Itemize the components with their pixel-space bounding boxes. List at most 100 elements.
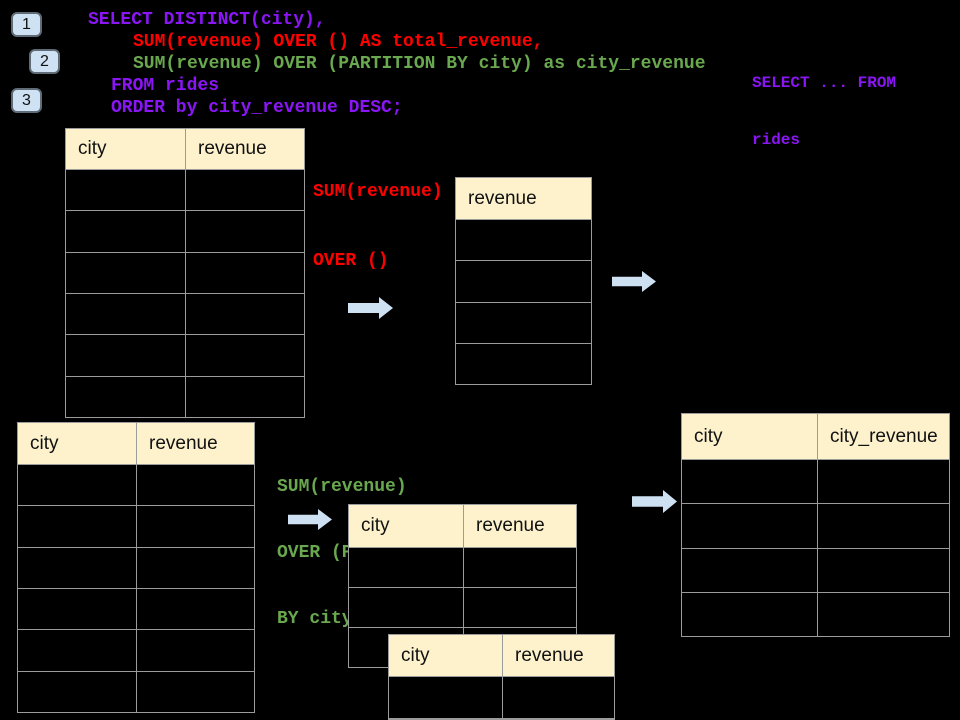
- table-cell-empty: [818, 460, 949, 503]
- table-cell-empty: [66, 252, 186, 293]
- column-header-revenue: revenue: [476, 515, 545, 536]
- table-row: [349, 587, 576, 627]
- flow-arrow-right-icon: [348, 297, 393, 319]
- sql-line-select: SELECT DISTINCT(city),: [88, 10, 326, 30]
- table-row: [18, 629, 254, 671]
- table-cell-empty: [682, 460, 818, 504]
- sql-line-order-by: ORDER by city_revenue DESC;: [111, 98, 403, 118]
- table-cell-empty: [18, 630, 137, 671]
- flow-arrow-right-icon: [612, 271, 656, 292]
- table-row: [456, 219, 591, 260]
- table-row: [456, 260, 591, 301]
- table-cell-empty: [66, 376, 186, 417]
- flow-arrow-right-icon: [632, 490, 677, 513]
- table-cell-empty: [818, 549, 949, 592]
- table-cell-empty: [456, 344, 591, 384]
- table-header-row: city revenue: [66, 129, 304, 169]
- table-cell-empty: [682, 548, 818, 592]
- side-note-line-1: SELECT ... FROM: [752, 74, 897, 92]
- note-partition-line-1: SUM(revenue): [277, 477, 407, 497]
- table-cell-empty: [186, 170, 304, 210]
- table-cell-empty: [66, 335, 186, 376]
- table-cell-empty: [137, 465, 254, 505]
- table-cell-empty: [137, 548, 254, 588]
- table-cell-empty: [464, 548, 576, 587]
- note-total-line-1: SUM(revenue): [313, 182, 443, 202]
- table-row: [18, 587, 254, 630]
- table-cell-empty: [464, 588, 576, 627]
- table-row: [456, 301, 591, 343]
- column-header-revenue: revenue: [515, 644, 584, 666]
- table-cell-empty: [349, 548, 464, 587]
- table-header-row: city city_revenue: [682, 414, 949, 459]
- sql-line-sum-partition: SUM(revenue) OVER (PARTITION BY city) as…: [133, 54, 706, 74]
- table-rides-source-top: city revenue: [65, 128, 305, 418]
- table-cell-empty: [137, 506, 254, 546]
- table-row: [682, 459, 949, 504]
- table-cell-empty: [66, 293, 186, 335]
- sql-line-sum-total: SUM(revenue) OVER () AS total_revenue,: [133, 32, 544, 52]
- table-cell-empty: [389, 677, 503, 718]
- table-cell-empty: [456, 303, 591, 343]
- table-row: [682, 591, 949, 636]
- table-total-revenue-result: revenue: [455, 177, 592, 385]
- table-row: [66, 292, 304, 335]
- table-row: [18, 464, 254, 506]
- table-cell-empty: [456, 220, 591, 260]
- table-row: [682, 503, 949, 548]
- table-cell-empty: [18, 465, 137, 506]
- side-note-select-from: SELECT ... FROM rides: [752, 36, 896, 188]
- table-cell-empty: [818, 593, 949, 636]
- table-rides-source-bottom: city revenue: [17, 422, 255, 713]
- table-cell-empty: [18, 547, 137, 588]
- table-row: [66, 210, 304, 252]
- step-badge-1-label: 1: [22, 15, 31, 33]
- note-total-revenue: SUM(revenue) OVER (): [313, 135, 443, 319]
- table-cell-empty: [349, 588, 464, 627]
- column-header-revenue: revenue: [198, 138, 267, 159]
- table-cell-empty: [137, 630, 254, 670]
- table-cell-empty: [137, 589, 254, 629]
- table-cell-empty: [66, 170, 186, 211]
- step-badge-3-label: 3: [22, 91, 31, 109]
- table-row: [66, 251, 304, 293]
- note-total-line-2: OVER (): [313, 251, 389, 271]
- table-row: [682, 547, 949, 592]
- table-final-result: city city_revenue: [681, 413, 950, 637]
- step-badge-3: 3: [11, 88, 42, 113]
- table-cell-empty: [66, 211, 186, 252]
- table-cell-empty: [682, 592, 818, 636]
- table-row: [389, 676, 614, 718]
- table-cell-empty: [186, 253, 304, 293]
- table-row: [349, 547, 576, 587]
- table-header-row: city revenue: [389, 635, 614, 676]
- table-partition-result-2: city revenue: [388, 634, 615, 720]
- table-row: [18, 505, 254, 547]
- column-header-city: city: [682, 414, 818, 459]
- step-badge-1: 1: [11, 12, 42, 37]
- flow-arrow-right-icon: [288, 509, 332, 530]
- table-header-row: city revenue: [349, 505, 576, 547]
- side-note-line-2: rides: [752, 131, 801, 149]
- column-header-city: city: [18, 423, 137, 464]
- table-row: [389, 718, 614, 719]
- column-header-city: city: [349, 505, 464, 547]
- table-cell-empty: [186, 377, 304, 417]
- column-header-revenue: revenue: [149, 432, 218, 454]
- table-cell-empty: [137, 672, 254, 712]
- table-cell-empty: [18, 506, 137, 547]
- column-header-revenue: revenue: [468, 187, 537, 209]
- table-header-row: revenue: [456, 178, 591, 219]
- column-header-city: city: [66, 129, 186, 169]
- table-row: [456, 342, 591, 384]
- table-row: [66, 375, 304, 417]
- table-row: [18, 546, 254, 588]
- table-row: [66, 334, 304, 376]
- table-cell-empty: [18, 588, 137, 630]
- column-header-city: city: [389, 635, 503, 676]
- table-header-row: city revenue: [18, 423, 254, 464]
- sql-line-from: FROM rides: [111, 76, 220, 96]
- table-row: [66, 169, 304, 211]
- table-cell-empty: [186, 335, 304, 375]
